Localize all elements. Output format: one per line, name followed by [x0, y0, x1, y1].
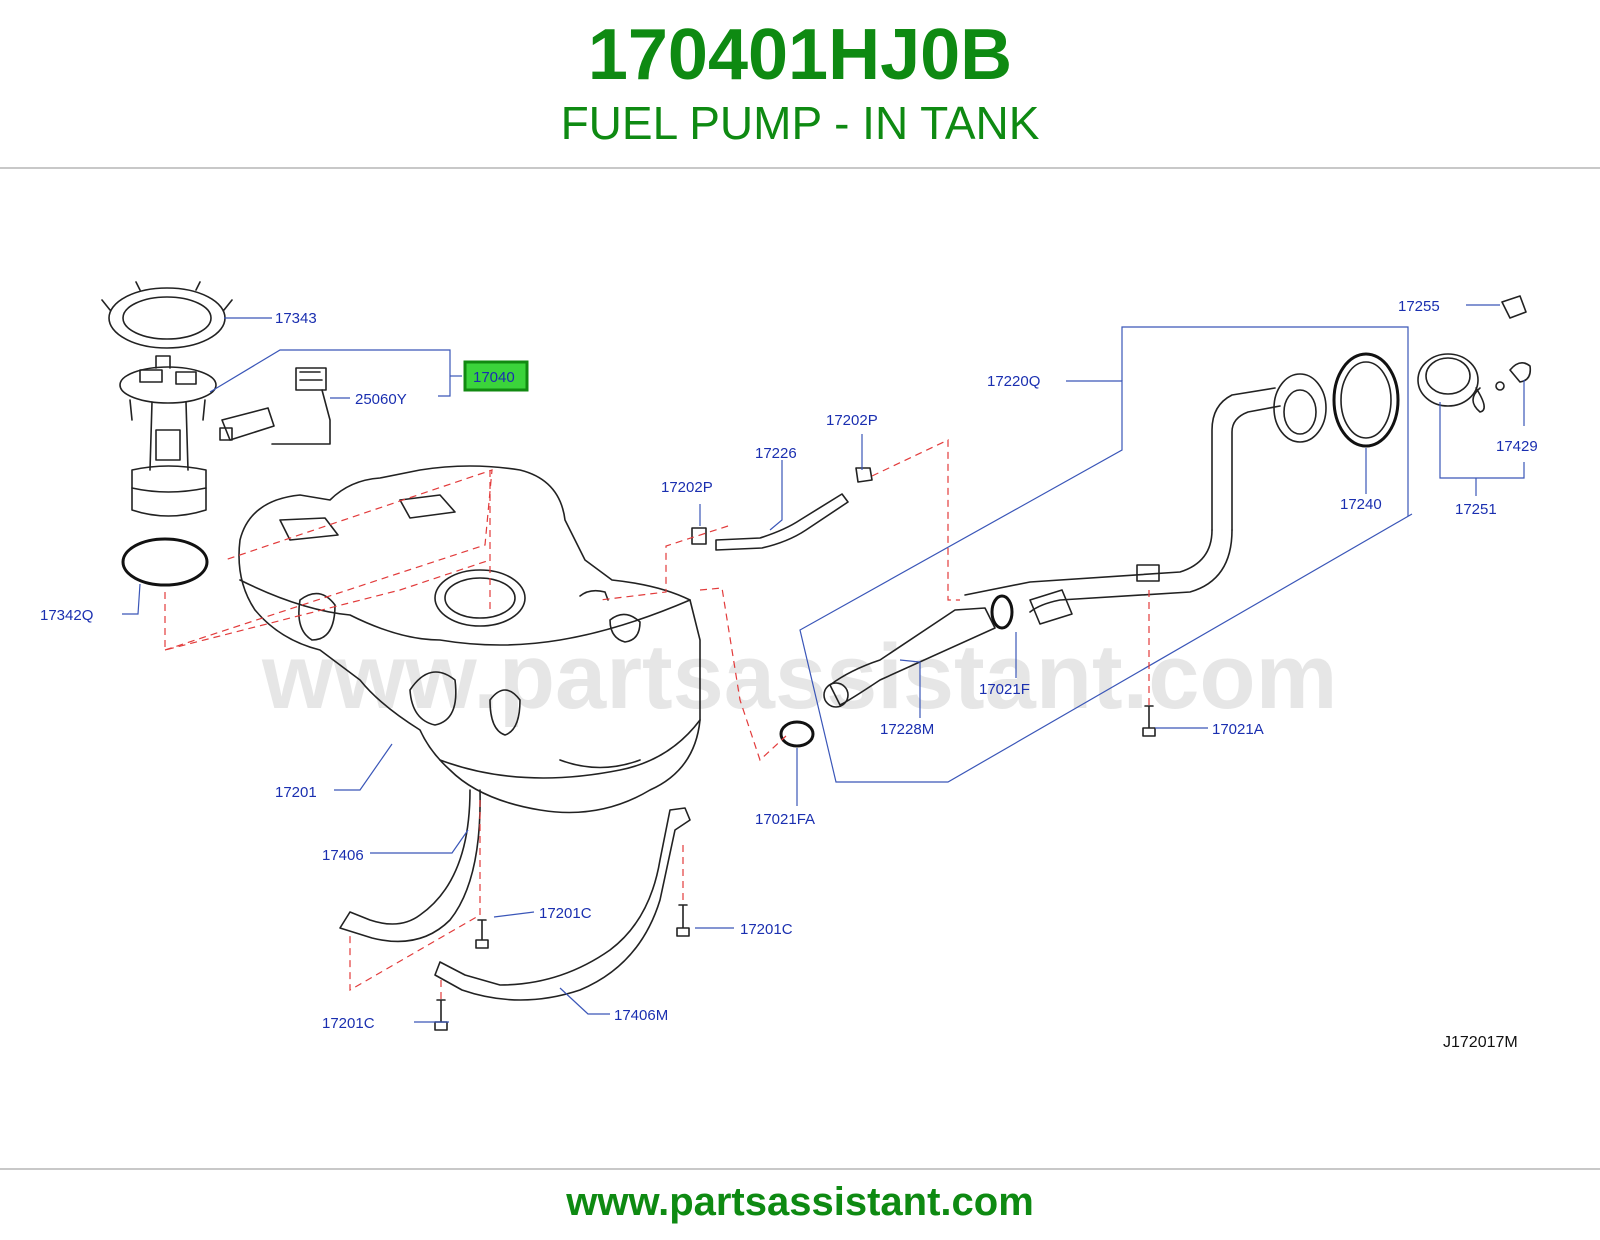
part-label-17021F[interactable]: 17021F	[979, 681, 1030, 698]
part-label-17255[interactable]: 17255	[1398, 298, 1440, 315]
filler-hose-drawing	[823, 607, 996, 708]
footer-divider	[0, 1168, 1600, 1170]
diagram-reference-code: J172017M	[1443, 1034, 1518, 1051]
part-label-17202P-b[interactable]: 17202P	[826, 412, 878, 429]
small-clip-drawing	[1501, 295, 1527, 319]
hose-clamps-drawing	[779, 594, 1014, 748]
strap-17406-drawing	[339, 789, 481, 943]
part-label-17021A[interactable]: 17021A	[1212, 721, 1264, 738]
part-label-17406[interactable]: 17406	[322, 847, 364, 864]
part-label-17343[interactable]: 17343	[275, 310, 317, 327]
part-label-17021FA[interactable]: 17021FA	[755, 811, 815, 828]
part-number-title: 170401HJ0B	[587, 15, 1013, 95]
fuel-cap-drawing	[1417, 353, 1505, 413]
highlight-box	[463, 360, 529, 392]
strap-17406M-drawing	[434, 807, 691, 1001]
leader-lines	[122, 304, 1525, 1023]
footer-website-link[interactable]: www.partsassistant.com	[566, 1180, 1034, 1224]
part-label-17201C-b[interactable]: 17201C	[740, 921, 793, 938]
assembly-dashed-lines	[164, 439, 1150, 1000]
watermark-text: www.partsassistant.com	[261, 626, 1337, 728]
pump-o-ring-drawing	[121, 537, 209, 587]
parts-diagram: www.partsassistant.com	[0, 170, 1600, 1166]
breather-hose-drawing	[691, 467, 873, 551]
part-label-17228M[interactable]: 17228M	[880, 721, 934, 738]
part-label-17251[interactable]: 17251	[1455, 501, 1497, 518]
cap-tether-drawing	[1509, 362, 1532, 383]
part-label-17429[interactable]: 17429	[1496, 438, 1538, 455]
fuel-pump-ring-drawing	[101, 281, 233, 349]
part-label-25060Y[interactable]: 25060Y	[355, 391, 407, 408]
part-label-17202P-a[interactable]: 17202P	[661, 479, 713, 496]
part-label-17220Q[interactable]: 17220Q	[987, 373, 1040, 390]
part-label-17201[interactable]: 17201	[275, 784, 317, 801]
part-label-17240[interactable]: 17240	[1340, 496, 1382, 513]
page-header: 170401HJ0B FUEL PUMP - IN TANK	[0, 0, 1600, 168]
part-label-17342Q[interactable]: 17342Q	[40, 607, 93, 624]
fuel-level-sender-drawing	[219, 367, 331, 445]
fuel-pump-module-drawing	[119, 355, 217, 517]
bolt-drawings	[434, 705, 1156, 1031]
part-description: FUEL PUMP - IN TANK	[560, 97, 1040, 149]
filler-tube-drawing	[964, 373, 1327, 625]
part-label-17226[interactable]: 17226	[755, 445, 797, 462]
part-label-17201C-a[interactable]: 17201C	[539, 905, 592, 922]
part-label-17201C-c[interactable]: 17201C	[322, 1015, 375, 1032]
header-divider	[0, 167, 1600, 169]
parts-diagram-svg: www.partsassistant.com	[40, 281, 1538, 1051]
fuel-tank-drawing	[238, 465, 701, 814]
part-label-17406M[interactable]: 17406M	[614, 1007, 668, 1024]
filler-seal-ring-drawing	[1332, 352, 1400, 448]
part-label-17040[interactable]: 17040	[473, 369, 515, 386]
